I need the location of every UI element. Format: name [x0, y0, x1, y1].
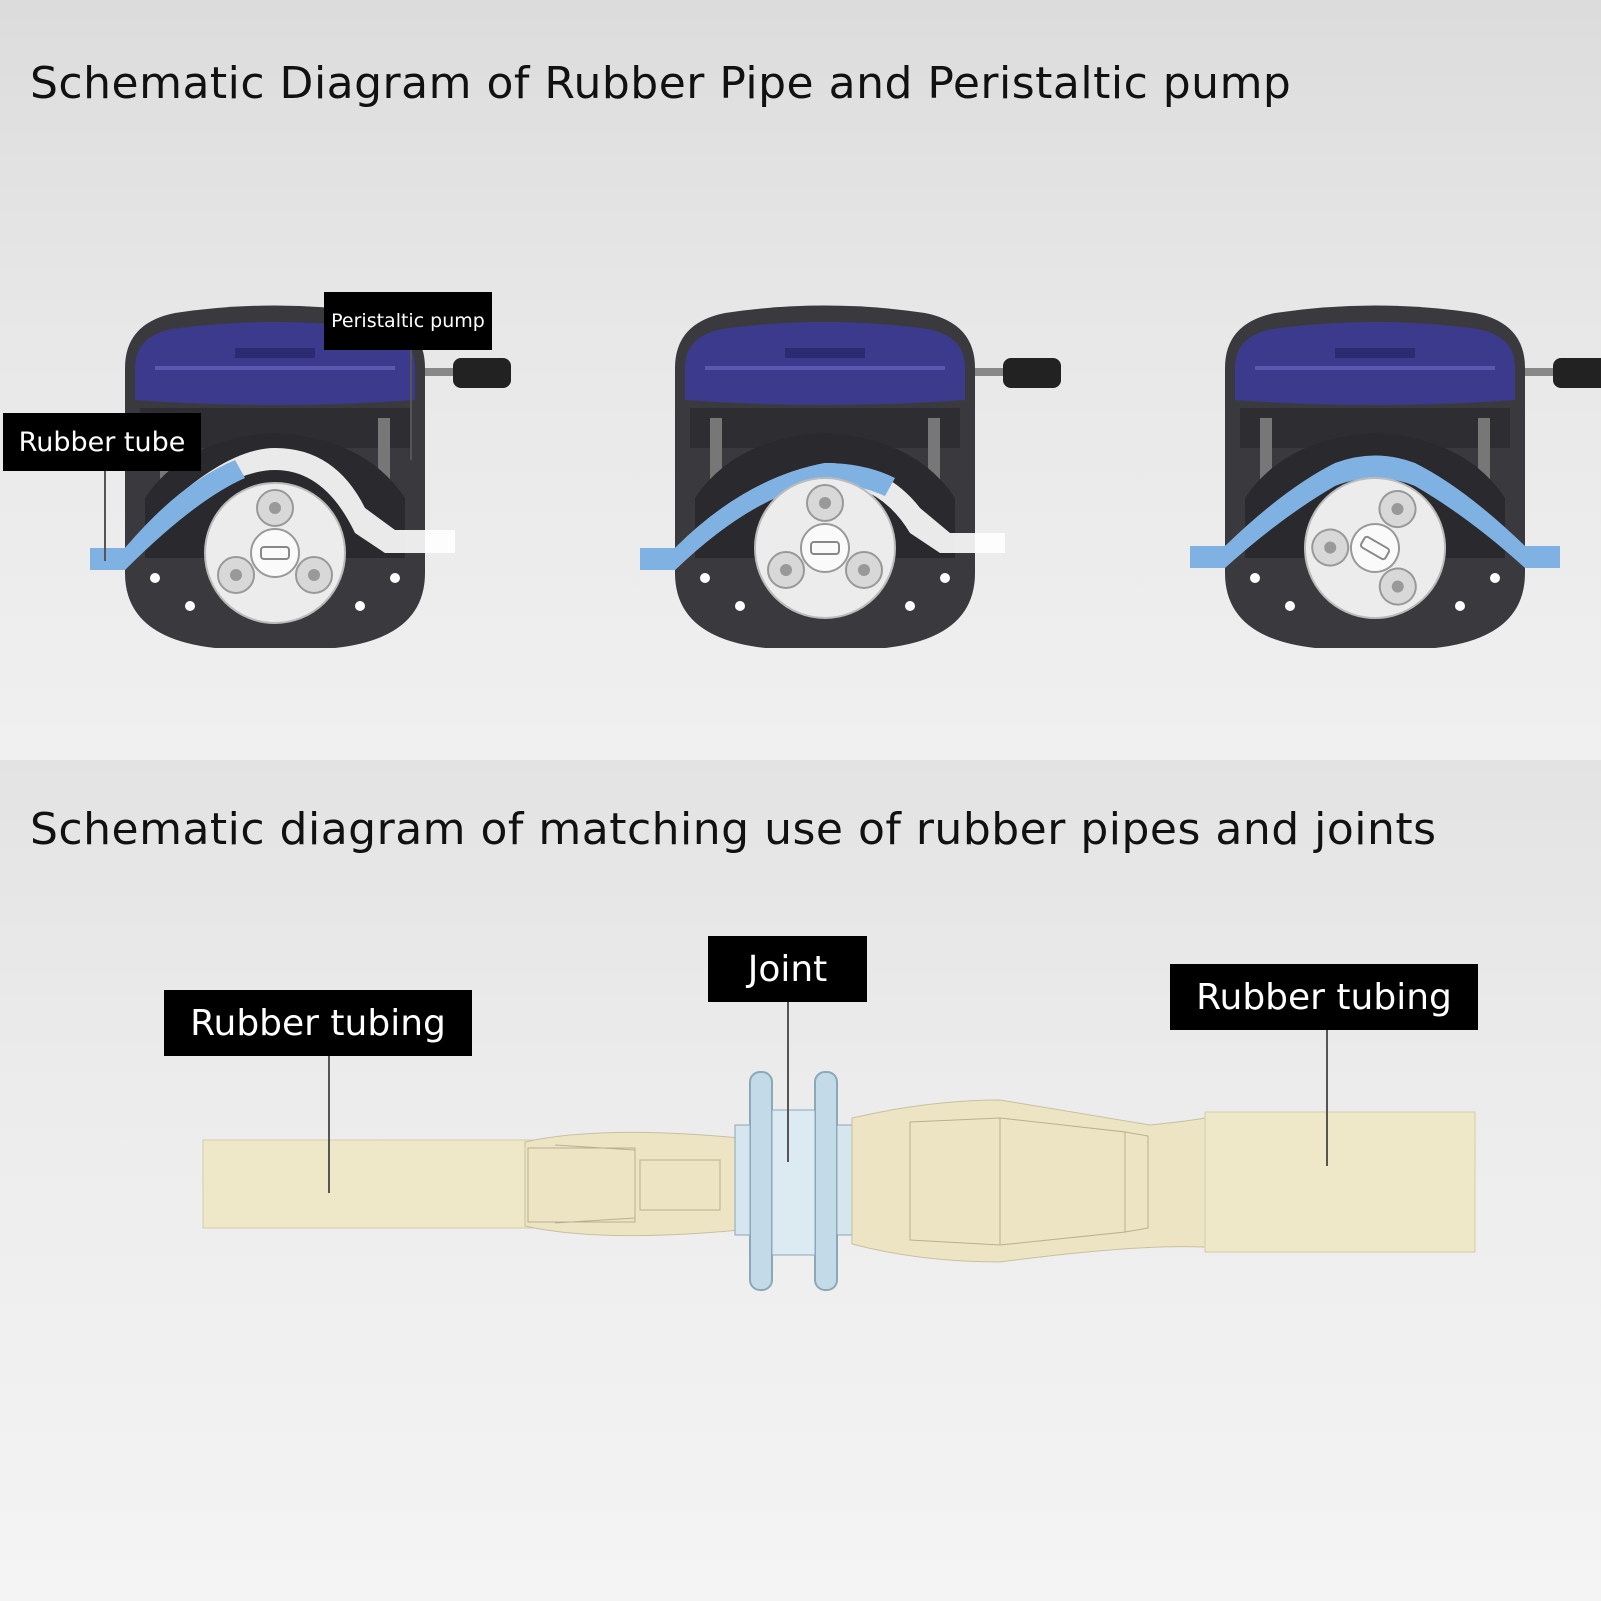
joint-section-title: Schematic diagram of matching use of rub…: [30, 804, 1437, 855]
rubber-tubing-right-leader: [1326, 1030, 1328, 1166]
peristaltic-pump-label-text: Peristaltic pump: [331, 310, 485, 332]
peristaltic-pump-label: Peristaltic pump: [324, 292, 492, 350]
pump-section-title: Schematic Diagram of Rubber Pipe and Per…: [30, 58, 1292, 109]
rubber-tube-leader: [104, 471, 106, 561]
joint-label: Joint: [708, 936, 867, 1002]
rubber-tubing-left-label: Rubber tubing: [164, 990, 472, 1056]
rubber-tube-label: Rubber tube: [3, 413, 201, 471]
rubber-tubing-right-label: Rubber tubing: [1170, 964, 1478, 1030]
rubber-tubing-left-leader: [328, 1056, 330, 1193]
joint-label-text: Joint: [747, 948, 828, 990]
joint-leader: [787, 1002, 789, 1162]
peristaltic-pump-leader: [410, 350, 412, 460]
rubber-tubing-right-label-text: Rubber tubing: [1196, 976, 1452, 1018]
rubber-tubing-left-label-text: Rubber tubing: [190, 1002, 446, 1044]
rubber-tube-label-text: Rubber tube: [18, 426, 186, 458]
